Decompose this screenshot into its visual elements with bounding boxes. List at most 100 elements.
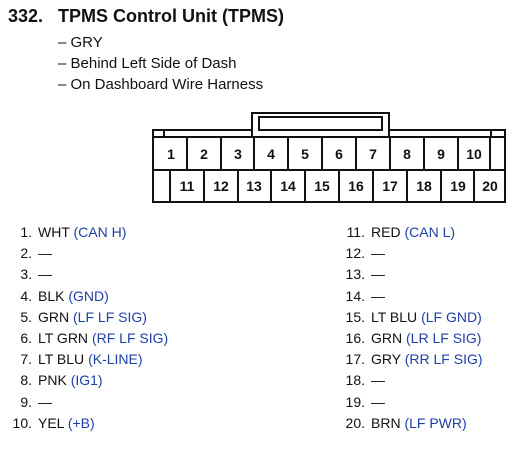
pin-signal: (LF GND) [421, 308, 482, 325]
wire-color: PNK [38, 372, 67, 389]
wire-color: — [371, 393, 385, 410]
pin-row: 5. GRN (LF LF SIG) [10, 307, 168, 328]
pin-number: 8. [20, 372, 32, 389]
pin-row: 15. LT BLU (LF GND) [337, 307, 483, 328]
pin-label-5: 5 [301, 146, 309, 162]
pin-label-3: 3 [234, 146, 242, 162]
pin-number: 18. [345, 372, 365, 389]
pin-row: 10. YEL (+B) [10, 413, 168, 434]
pin-row: 17. GRY (RR LF SIG) [337, 349, 483, 370]
pin-number: 1. [20, 224, 32, 240]
pin-number: 16. [345, 329, 365, 346]
pin-signal: (GND) [68, 287, 109, 304]
pin-row: 8. PNK (IG1) [10, 370, 168, 391]
pin-signal: (LR LF SIG) [406, 329, 482, 346]
pin-signal: (CAN L) [404, 224, 456, 240]
component-name: TPMS Control Unit (TPMS) [58, 6, 284, 26]
pin-label-16: 16 [348, 178, 364, 194]
wire-color: LT BLU [371, 308, 418, 325]
wire-color: GRY [371, 351, 401, 368]
wire-color: LT GRN [38, 329, 89, 346]
wire-color: BLK [38, 287, 65, 304]
pin-label-17: 17 [382, 178, 398, 194]
wire-color: RED [371, 224, 401, 240]
pin-row: 13. — [337, 264, 483, 285]
pin-row: 6. LT GRN (RF LF SIG) [10, 328, 168, 349]
locking-tab [258, 116, 383, 131]
detail-connector-color: – GRY [58, 34, 103, 51]
pin-row: 2. — [10, 243, 168, 264]
pin-number: 2. [20, 245, 32, 262]
wire-color: GRN [371, 329, 403, 346]
pin-row: 20.BRN (LF PWR) [337, 413, 483, 434]
pin-signal: (IG1) [70, 372, 103, 389]
pin-row: 4. BLK (GND) [10, 286, 168, 307]
pin-signal: (+B) [67, 414, 95, 431]
pin-signal: (LF LF SIG) [73, 308, 147, 325]
pin-label-12: 12 [213, 178, 229, 194]
wire-color: — [371, 287, 385, 304]
pin-number: 15. [345, 308, 365, 325]
pin-number: 7. [20, 351, 32, 368]
pin-number: 17. [345, 351, 365, 368]
wire-color: — [38, 266, 52, 283]
pin-signal: (RF LF SIG) [91, 329, 169, 346]
wire-color: — [371, 245, 385, 262]
pin-row: 16. GRN (LR LF SIG) [337, 328, 483, 349]
pin-label-20: 20 [482, 178, 498, 194]
pin-label-9: 9 [437, 146, 445, 162]
pinout-list-right: 11. RED (CAN L) 12. — 13. — 14. — 15. LT BLU … [337, 222, 483, 434]
pin-number: 14. [345, 287, 365, 304]
pin-label-6: 6 [335, 146, 343, 162]
pin-label-4: 4 [267, 146, 275, 162]
pin-label-18: 18 [416, 178, 432, 194]
pin-row: 18. — [337, 370, 483, 391]
pin-row: 9. — [10, 392, 168, 413]
pin-number: 13. [345, 266, 365, 283]
pin-row: 1.WHT (CAN H) [10, 222, 168, 243]
pin-number: 12. [345, 245, 365, 262]
pin-row: 12. — [337, 243, 483, 264]
pin-number: 4. [20, 287, 32, 304]
pin-label-19: 19 [450, 178, 466, 194]
pin-number: 5. [20, 308, 32, 325]
pin-label-8: 8 [403, 146, 411, 162]
pin-row: 19. — [337, 392, 483, 413]
pin-number: 19. [345, 393, 365, 410]
pin-signal: (RR LF SIG) [404, 351, 483, 368]
pin-label-10: 10 [466, 146, 482, 162]
component-title: 332. TPMS Control Unit (TPMS) [8, 6, 284, 27]
wire-color: LT BLU [38, 351, 85, 368]
pin-signal: (LF PWR) [404, 414, 467, 431]
pin-number: 11. [346, 224, 365, 240]
pin-number: 10. [12, 414, 32, 431]
pin-row: 11. RED (CAN L) [337, 222, 483, 243]
pin-label-14: 14 [280, 178, 296, 194]
pin-label-2: 2 [200, 146, 208, 162]
wire-color: YEL [38, 414, 64, 431]
pin-row: 7. LT BLU (K-LINE) [10, 349, 168, 370]
connector-diagram: 1 2 3 4 5 6 7 8 9 10 11 12 13 14 15 16 1… [152, 112, 506, 203]
pin-number: 3. [20, 266, 32, 283]
detail-location: – Behind Left Side of Dash [58, 55, 237, 72]
pin-row: 14. — [337, 286, 483, 307]
wire-color: GRN [38, 308, 70, 325]
wire-color: — [38, 245, 52, 262]
wire-color: — [371, 266, 385, 283]
pin-number: 9. [20, 393, 32, 410]
component-details: – GRY – Behind Left Side of Dash – On Da… [58, 32, 263, 95]
pinout-list-left: 1.WHT (CAN H) 2. — 3. — 4. BLK (GND) 5. GRN … [10, 222, 169, 434]
pin-label-15: 15 [314, 178, 330, 194]
pin-label-11: 11 [180, 178, 195, 194]
pin-number: 6. [20, 329, 32, 346]
wire-color: — [371, 372, 385, 389]
wire-color: — [38, 393, 52, 410]
pin-number: 20. [345, 414, 365, 431]
component-number: 332. [8, 6, 44, 26]
pin-row: 3. — [10, 264, 168, 285]
pin-label-1: 1 [167, 146, 175, 162]
pin-signal: (K-LINE) [88, 351, 143, 368]
pin-label-13: 13 [246, 178, 262, 194]
pin-signal: (CAN H) [73, 224, 127, 240]
pin-label-7: 7 [369, 146, 377, 162]
